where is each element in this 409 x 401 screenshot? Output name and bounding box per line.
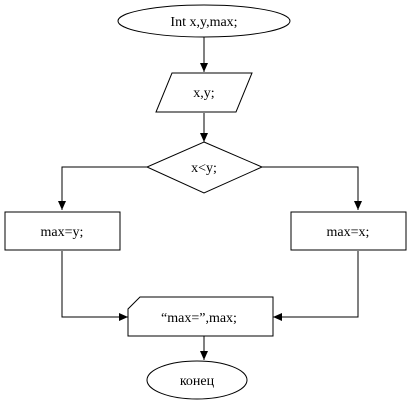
assign-left-node-shape: [4, 211, 121, 251]
end-node-label: конец: [180, 374, 215, 389]
output-node-label: “max=”,max;: [161, 311, 237, 326]
connector-condition-to-left: [58, 166, 147, 210]
condition-node-label: x<y;: [191, 161, 217, 176]
start-node: Int x,y,max;: [117, 4, 291, 38]
assign-left-node-label: max=y;: [41, 225, 84, 240]
end-node-shape: [146, 360, 248, 400]
input-node: x,y;: [155, 72, 253, 113]
condition-node-shape: [145, 141, 264, 194]
input-node-label: x,y;: [193, 86, 214, 101]
end-node: конец: [146, 360, 248, 400]
output-node-shape: [127, 296, 274, 337]
assign-right-node: max=x;: [290, 211, 407, 251]
assign-right-node-label: max=x;: [327, 225, 370, 240]
start-node-shape: [117, 4, 291, 38]
assign-right-node-shape: [290, 211, 407, 251]
input-node-shape: [155, 72, 253, 113]
condition-node: x<y;: [145, 141, 264, 194]
start-node-label: Int x,y,max;: [170, 15, 237, 30]
connector-right-to-output: [273, 251, 359, 321]
connector-condition-to-right: [262, 166, 362, 210]
connectors: [58, 37, 362, 360]
assign-left-node: max=y;: [4, 211, 121, 251]
output-node: “max=”,max;: [127, 296, 274, 337]
connector-left-to-output: [61, 251, 128, 321]
